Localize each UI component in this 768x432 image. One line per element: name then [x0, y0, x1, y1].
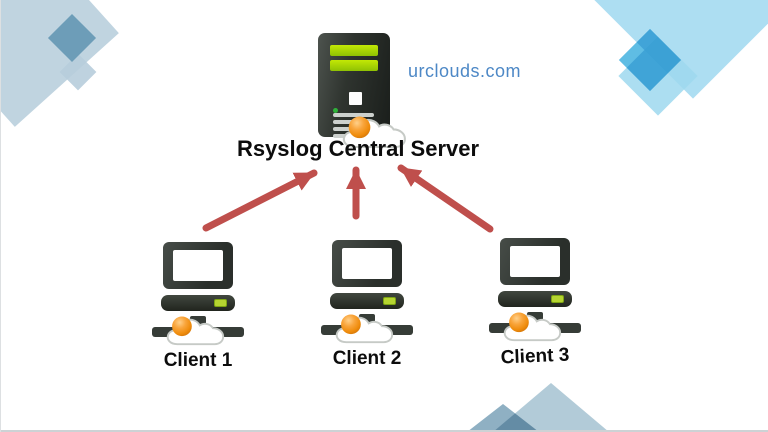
power-button-icon	[551, 295, 564, 303]
power-button-icon	[214, 299, 227, 307]
system-unit-icon	[330, 293, 404, 309]
orange-orb-icon	[348, 116, 371, 139]
cloud-icon	[335, 314, 394, 344]
server-led-bar-icon	[330, 45, 378, 56]
client-1-group: Client 1	[152, 242, 244, 374]
system-unit-icon	[161, 295, 235, 311]
cloud-icon	[342, 116, 406, 148]
stand-nub	[190, 316, 206, 324]
watermark-text: urclouds.com	[408, 61, 522, 81]
arrow-client1-to-server	[202, 169, 318, 232]
client-label: Client 2	[332, 348, 402, 369]
server-icon	[318, 33, 414, 148]
server-drive-bay-icon	[349, 92, 362, 105]
arrow-client3-to-server	[397, 164, 494, 233]
monitor-screen	[510, 246, 560, 277]
monitor-screen	[342, 248, 392, 279]
client-3-group: Client 3	[489, 238, 581, 370]
orange-orb-icon	[509, 312, 529, 333]
system-unit-icon	[498, 291, 572, 307]
orange-orb-icon	[341, 314, 361, 335]
server-power-led-icon	[333, 108, 338, 113]
monitor-icon	[163, 242, 233, 289]
stand-nub	[359, 314, 375, 322]
decor-triangle-bottom-large	[493, 383, 609, 432]
decor-diamond-topleft-large	[0, 0, 119, 127]
client-label: Client 1	[163, 350, 233, 371]
monitor-icon	[500, 238, 570, 285]
stand-nub	[527, 312, 543, 320]
server-led-bar-icon	[330, 60, 378, 71]
cloud-icon	[503, 312, 562, 342]
bottom-edge-line	[0, 430, 768, 432]
cloud-icon	[166, 316, 225, 346]
server-label: Rsyslog Central Server	[236, 136, 480, 161]
monitor-screen	[173, 250, 223, 281]
power-button-icon	[383, 297, 396, 305]
orange-orb-icon	[172, 316, 192, 337]
client-2-group: Client 2	[321, 240, 413, 372]
server-vent-line	[333, 113, 374, 117]
left-edge-line	[0, 0, 1, 432]
client-label: Client 3	[500, 344, 570, 369]
monitor-icon	[332, 240, 402, 287]
